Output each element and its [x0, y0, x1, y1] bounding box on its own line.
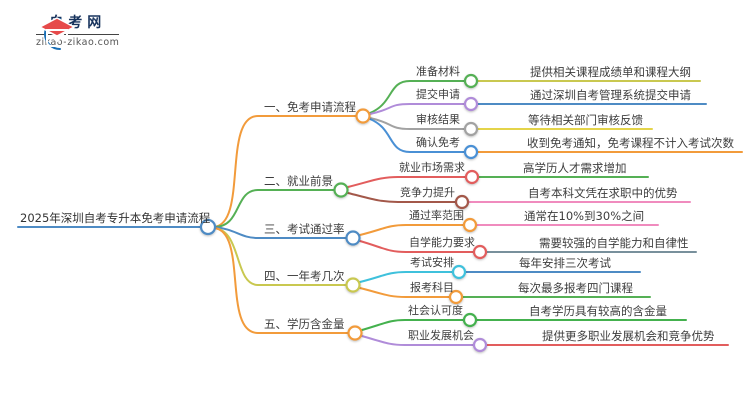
branch-1-child-4-connector	[369, 118, 465, 153]
root-node-circle	[199, 218, 217, 236]
branch-2-child-2-connector	[347, 192, 456, 203]
branch-2-circle	[333, 182, 349, 198]
site-logo: 自考网 zikao-zikao.com	[30, 12, 120, 50]
branch-4-child-1-connector	[359, 271, 453, 283]
branch-1-child-3-connector	[369, 117, 465, 130]
branch-1-child-1-connector	[369, 80, 465, 114]
branch-4-circle	[345, 277, 361, 293]
branch-2-leaf-1-label: 高学历人才需求增加	[523, 161, 627, 175]
branch-3-circle	[345, 230, 361, 246]
branch-3-child-2-label: 自学能力要求	[409, 236, 475, 249]
branch-5-child-2-label: 职业发展机会	[408, 329, 474, 342]
branch-5-circle	[347, 325, 363, 341]
branch-1-child-4-label: 确认免考	[416, 136, 460, 149]
branch-2-child-1-label: 就业市场需求	[399, 161, 465, 174]
branch-2-child-1-connector	[347, 176, 466, 188]
branch-4-child-2-connector	[359, 287, 450, 298]
branch-5-child-1-circle	[462, 312, 478, 328]
branch-1-child-2-circle	[463, 96, 479, 112]
branch-3-child-1-connector	[359, 224, 464, 236]
branch-5-child-1-label: 社会认可度	[408, 304, 463, 317]
branch-5-child-2-connector	[361, 335, 474, 346]
branch-4-label: 四、一年考几次	[264, 269, 345, 283]
branch-3-connector	[213, 226, 347, 239]
branch-5-child-2-circle	[472, 337, 488, 353]
branch-1-circle	[355, 108, 371, 124]
root-topic-label: 2025年深圳自考专升本免考申请流程	[20, 211, 211, 225]
branch-1-child-4-circle	[463, 144, 479, 160]
branch-5-connector	[213, 227, 349, 334]
branch-1-child-1-label: 准备材料	[416, 65, 460, 78]
graduation-cap-icon	[38, 17, 76, 50]
branch-1-connector	[213, 115, 357, 228]
branch-3-label: 三、考试通过率	[264, 222, 345, 236]
branch-1-child-3-circle	[463, 121, 479, 137]
branch-4-leaf-2-label: 每次最多报考四门课程	[518, 281, 633, 295]
branch-1-child-2-connector	[369, 103, 465, 115]
branch-4-child-1-label: 考试安排	[410, 256, 454, 269]
branch-1-label: 一、免考申请流程	[264, 100, 356, 114]
branch-5-child-1-connector	[361, 319, 464, 331]
branch-3-leaf-1-label: 通常在10%到30%之间	[524, 209, 645, 223]
branch-1-leaf-3-label: 等待相关部门审核反馈	[528, 113, 643, 127]
branch-1-child-3-label: 审核结果	[416, 113, 460, 126]
branch-2-child-2-circle	[454, 194, 470, 210]
branch-1-leaf-1-label: 提供相关课程成绩单和课程大纲	[530, 65, 691, 79]
branch-2-label: 二、就业前景	[264, 174, 333, 188]
branch-4-child-2-circle	[448, 289, 464, 305]
branch-1-child-2-label: 提交申请	[416, 88, 460, 101]
branch-5-leaf-2-label: 提供更多职业发展机会和竞争优势	[542, 329, 715, 343]
branch-3-leaf-2-label: 需要较强的自学能力和自律性	[539, 236, 689, 250]
branch-2-child-1-circle	[464, 169, 480, 185]
logo-divider	[36, 34, 120, 35]
branch-2-leaf-2-label: 自考本科文凭在求职中的优势	[528, 186, 678, 200]
branch-5-label: 五、学历含金量	[264, 317, 345, 331]
branch-3-child-2-circle	[472, 244, 488, 260]
site-domain: zikao-zikao.com	[36, 37, 120, 48]
branch-1-child-1-circle	[463, 73, 479, 89]
branch-2-child-2-label: 竞争力提升	[400, 186, 455, 199]
branch-2-connector	[213, 189, 335, 228]
branch-4-child-2-label: 报考科目	[410, 281, 454, 294]
branch-1-leaf-2-label: 通过深圳自考管理系统提交申请	[530, 88, 691, 102]
branch-4-child-1-circle	[451, 264, 467, 280]
branch-3-child-1-label: 通过率范围	[409, 209, 464, 222]
branch-3-child-2-connector	[359, 240, 474, 253]
branch-3-child-1-circle	[462, 217, 478, 233]
branch-5-leaf-1-label: 自考学历具有较高的含金量	[529, 304, 667, 318]
branch-1-leaf-4-label: 收到免考通知，免考课程不计入考试次数	[527, 136, 734, 150]
branch-4-leaf-1-label: 每年安排三次考试	[519, 256, 611, 270]
